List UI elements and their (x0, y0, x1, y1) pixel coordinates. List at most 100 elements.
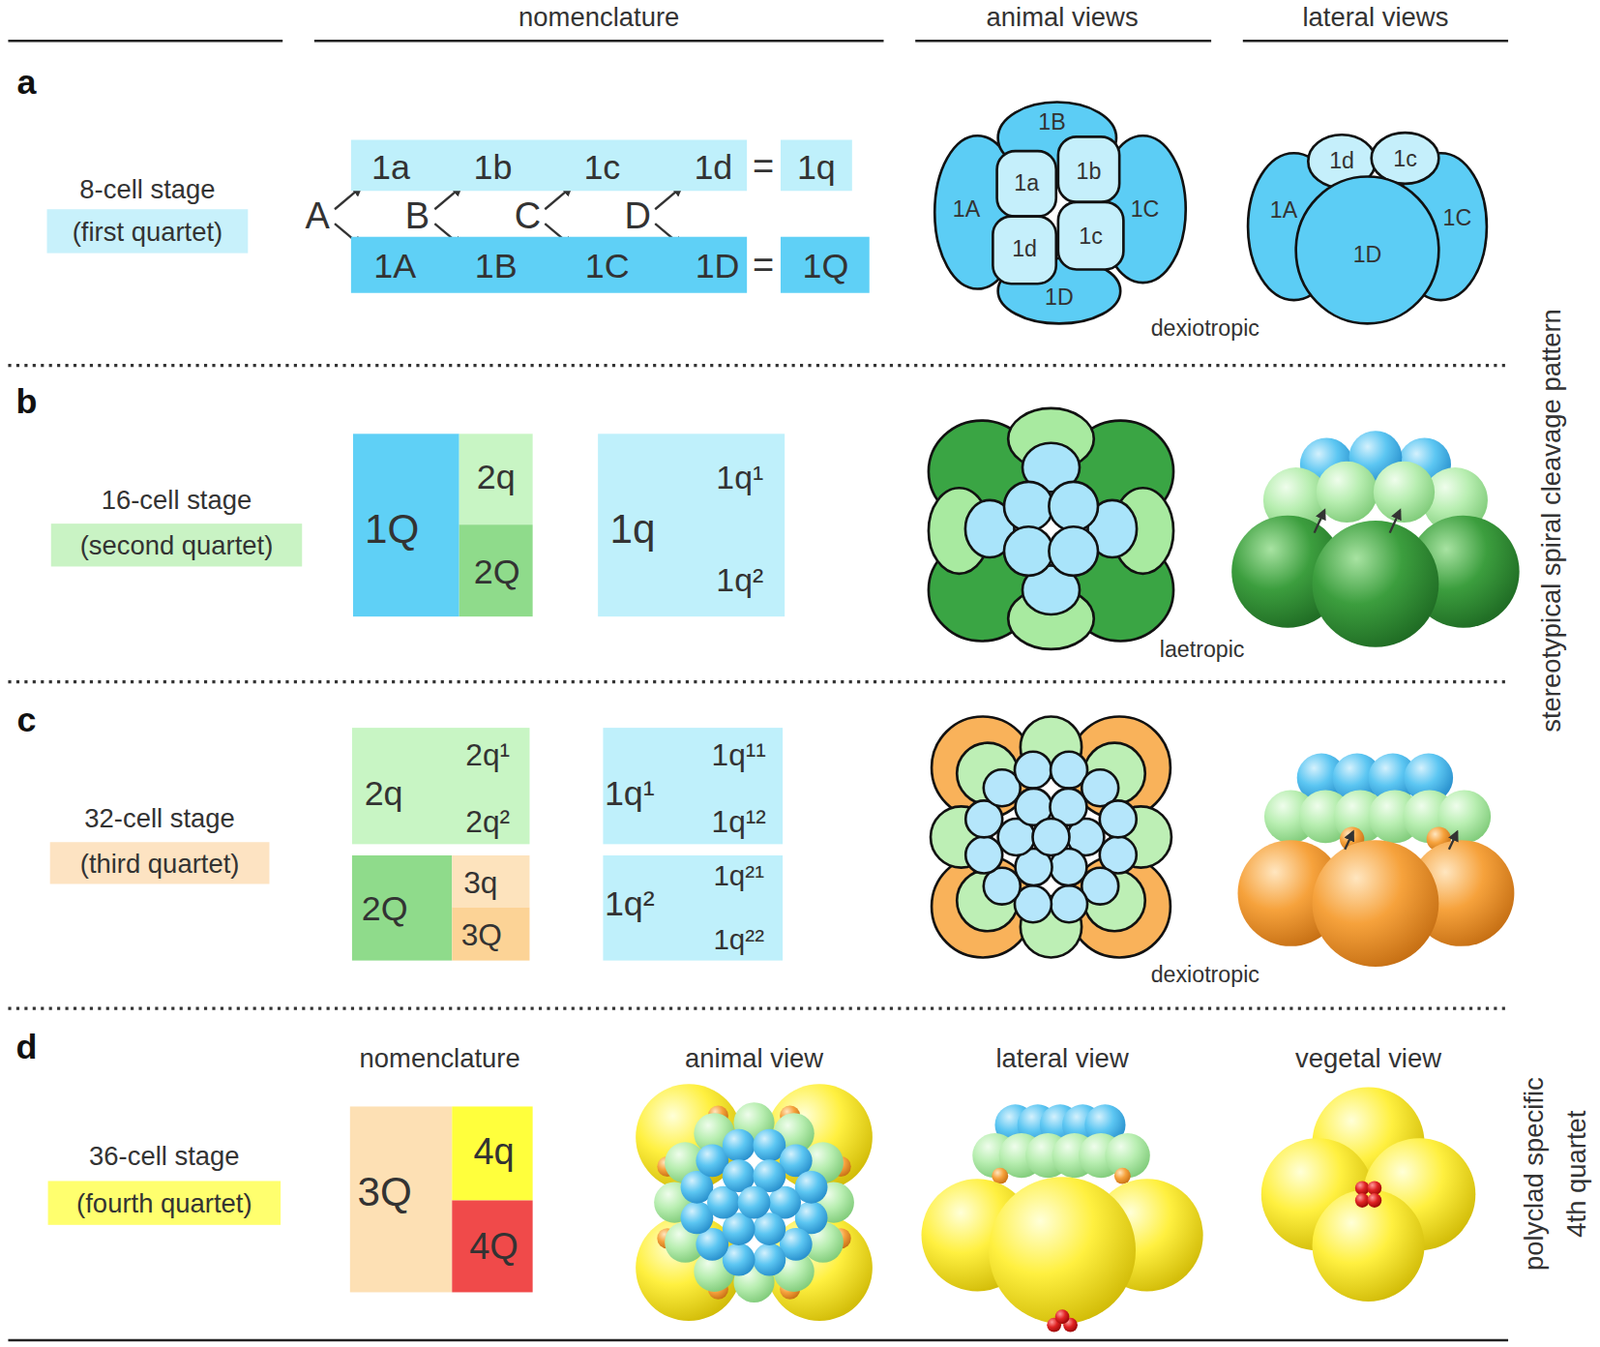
lineage-box: 1q1q¹1q² (597, 433, 785, 617)
sphere-cell (1355, 1192, 1370, 1208)
lineage-box: 4Q (451, 1200, 533, 1293)
cell-name: (third quartet) (80, 849, 240, 876)
sphere-cell (1355, 1180, 1370, 1195)
division-arrow (1449, 831, 1457, 850)
cell-name: 1q¹¹ (711, 740, 767, 771)
stage-name: 8-cell stage (79, 175, 215, 202)
cell-name: 3Q (461, 918, 503, 950)
cell-name: 1D (695, 247, 741, 283)
quartet-box: 1Q (780, 237, 870, 294)
header-rule (915, 39, 1212, 43)
side-label: 4th quartet (1563, 1110, 1590, 1238)
division-arrows (334, 186, 1457, 1237)
cell-name: (fourth quartet) (76, 1188, 252, 1215)
cell-name: 1Q (364, 507, 419, 549)
cell-name: (first quartet) (72, 217, 223, 244)
lineage-box: 1q¹1q¹¹1q¹² (602, 727, 783, 844)
figure-label: dexiotropic (1151, 317, 1260, 340)
panel-letter: a (16, 63, 36, 99)
cell-name: 2Q (361, 890, 409, 926)
cell (1050, 885, 1088, 922)
figure-label: 1B (1037, 111, 1066, 134)
cell-name: 1Q (801, 247, 849, 283)
rule-lines (7, 40, 1509, 1340)
figure-label: 1A (952, 198, 980, 221)
lineage-box: 1q²1q²¹1q²² (602, 855, 783, 961)
cell-name: 1d (693, 148, 733, 184)
micromere-cell (1058, 136, 1120, 203)
heading-label: = (752, 148, 774, 185)
figure-label: laetropic (1159, 638, 1245, 661)
header-rule (1243, 39, 1509, 43)
figure-label: 1A (1270, 199, 1298, 222)
figure-label: 1C (1442, 207, 1472, 230)
cell-name: 2q (364, 775, 404, 811)
stage-name: 16-cell stage (101, 486, 253, 513)
sphere-cell (738, 1185, 771, 1219)
cell-name: 3q (463, 867, 498, 899)
heading-label: animal view (684, 1044, 824, 1071)
cell (1004, 526, 1054, 576)
micromere-cell (1058, 202, 1125, 270)
micromere-cell (997, 150, 1057, 217)
cell-name: 1B (474, 247, 518, 283)
heading-label: vegetal view (1295, 1044, 1442, 1071)
lineage-box: 2q (459, 433, 534, 525)
stage-label: 36-cell stage(fourth quartet) (48, 1180, 282, 1224)
heading-label: A (304, 198, 329, 236)
heading-label: lateral views (1302, 3, 1449, 30)
cell (1296, 176, 1440, 324)
figure-label: 1C (1130, 198, 1160, 221)
figure-label: dexiotropic (1151, 963, 1260, 986)
figure-label: 1d (1329, 149, 1355, 173)
cell (1371, 132, 1440, 184)
sphere-cell (1373, 461, 1435, 523)
cell (1014, 751, 1052, 789)
sphere-cell (1055, 1308, 1070, 1324)
row-divider (7, 1007, 1509, 1010)
lineage-box: 2Q (352, 855, 452, 961)
lineage-box: 3q (451, 855, 530, 908)
cell (965, 836, 1003, 874)
bottom-rule (7, 1338, 1509, 1342)
stage-name: 36-cell stage (88, 1141, 240, 1168)
cell-name: 1q¹² (711, 805, 767, 837)
figure-label: 1D (1044, 286, 1074, 309)
lineage-box: 3Q (350, 1105, 452, 1292)
lineage-box: 2q2q¹2q² (352, 727, 531, 844)
cell-name: 1q² (715, 562, 764, 596)
cell-name: 2q (476, 459, 516, 495)
cell-name: 2q² (465, 805, 510, 837)
panel-letter: b (15, 384, 37, 419)
cell-name: (second quartet) (80, 532, 274, 559)
heading-label: nomenclature (518, 3, 680, 30)
lineage-box: 1Q (353, 433, 460, 617)
heading-label: C (514, 198, 541, 236)
sphere-cell (1114, 1167, 1131, 1185)
heading-label: D (624, 198, 652, 236)
figure-label: 1c (1078, 225, 1103, 248)
sphere-cell (1366, 1180, 1382, 1195)
lineage-box: 2Q (459, 524, 534, 617)
cell-name: 1q (797, 148, 836, 184)
division-arrow (1344, 831, 1353, 850)
sphere-cell (1366, 1192, 1382, 1208)
heading-label: = (752, 246, 774, 284)
heading-label: nomenclature (359, 1044, 521, 1071)
stage-label: 16-cell stage(second quartet) (51, 523, 302, 566)
header-rule (7, 39, 283, 43)
cell-name: 1A (373, 247, 416, 283)
cell (1004, 481, 1054, 532)
cell-name: 1b (474, 148, 513, 184)
heading-label: animal views (986, 3, 1139, 30)
quartet-box: 1q (780, 140, 853, 192)
panel-letter: d (15, 1028, 37, 1064)
figure-label: 1D (1353, 243, 1383, 267)
cell-name: 1q (610, 507, 656, 549)
row-divider (7, 363, 1509, 367)
figure-label: 1a (1013, 172, 1039, 195)
heading-label: B (405, 198, 430, 236)
figure-label: 1c (1392, 148, 1418, 171)
